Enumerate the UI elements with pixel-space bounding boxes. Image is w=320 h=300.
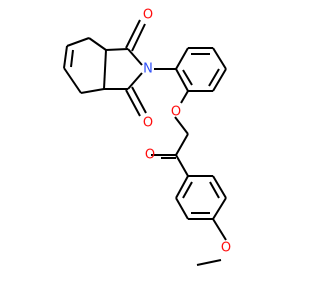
bond xyxy=(212,68,227,92)
bond xyxy=(175,197,189,220)
atom-label-n-imide: N xyxy=(143,62,153,77)
double-bond xyxy=(125,19,141,49)
double-bond xyxy=(131,86,147,114)
phenyl-ring-upper xyxy=(175,47,227,104)
bond xyxy=(175,133,189,156)
bond xyxy=(212,197,227,220)
double-bond xyxy=(125,89,141,117)
double-bond xyxy=(182,181,193,199)
bond xyxy=(180,90,189,104)
bond xyxy=(175,175,189,199)
cyclohexene-ring xyxy=(63,37,107,94)
phenyl-ring-lower xyxy=(175,175,227,241)
bond xyxy=(212,47,227,70)
bond xyxy=(196,259,222,266)
double-bond xyxy=(208,68,220,87)
bond xyxy=(88,37,107,51)
double-bond xyxy=(209,181,220,199)
atom-labels: O N O O O O xyxy=(143,8,231,256)
molecule-structure: O N O O O O xyxy=(63,8,231,266)
bond xyxy=(63,67,82,94)
bond xyxy=(175,154,189,177)
bond xyxy=(212,175,227,199)
bond xyxy=(175,68,189,92)
bond xyxy=(174,116,189,135)
imide-ring xyxy=(104,19,176,117)
methoxy-group xyxy=(196,259,222,266)
double-bond xyxy=(131,23,146,52)
atom-label-o-ketone: O xyxy=(145,148,155,163)
bond xyxy=(127,72,143,90)
oxy-acetyl-linker xyxy=(151,116,189,177)
atom-label-o-imide-bottom: O xyxy=(143,116,153,131)
bond xyxy=(127,48,143,66)
bond xyxy=(105,48,129,51)
bond xyxy=(175,47,189,70)
atom-label-o-ether: O xyxy=(171,105,181,120)
atom-label-o-imide-top: O xyxy=(143,8,153,23)
atom-label-o-methoxy: O xyxy=(221,241,231,256)
bond xyxy=(103,49,107,90)
bond xyxy=(66,37,90,47)
double-bond xyxy=(70,49,74,68)
bond xyxy=(63,45,68,69)
bond xyxy=(80,88,105,94)
double-bond xyxy=(182,69,193,86)
bond xyxy=(212,218,227,241)
